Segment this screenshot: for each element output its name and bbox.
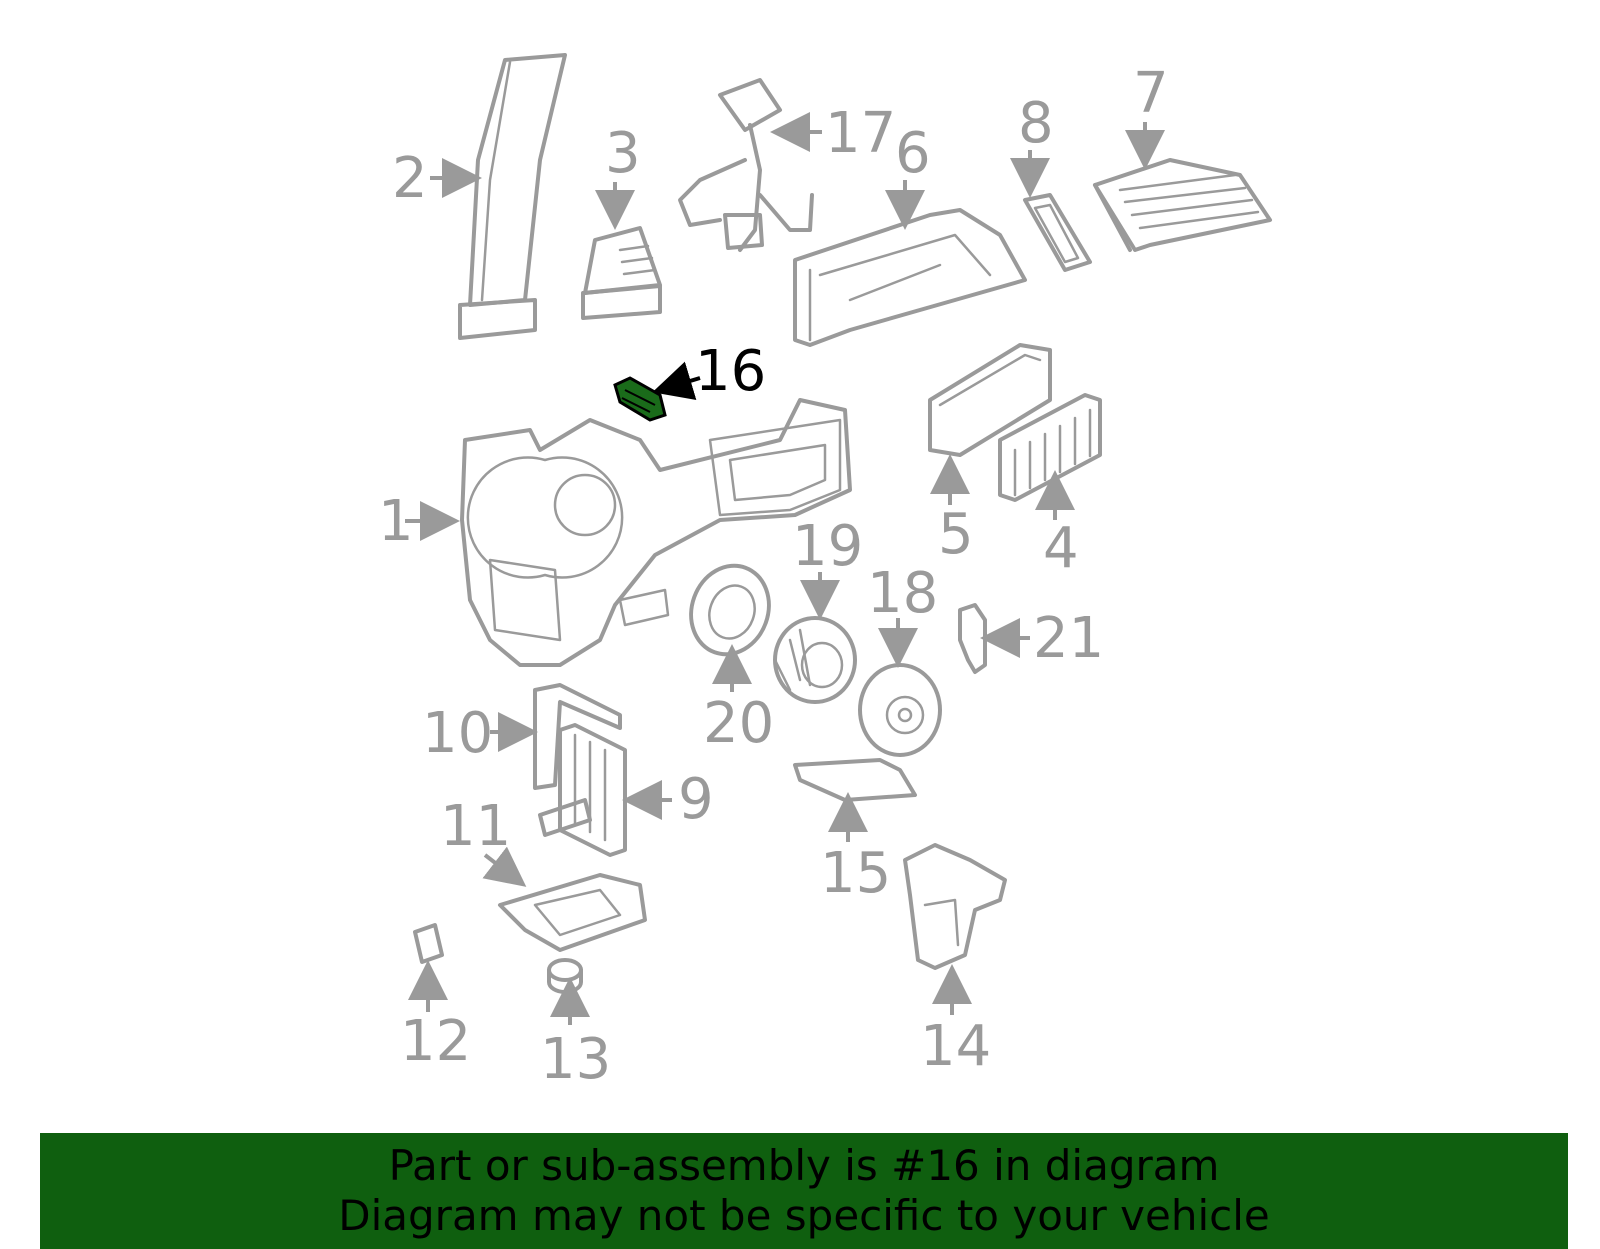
banner-line-1: Part or sub-assembly is #16 in diagram [388, 1141, 1220, 1190]
callout-arrows [405, 112, 1165, 1025]
part-21-clip[interactable] [958, 603, 987, 674]
callout-8: 8 [1018, 91, 1054, 156]
callout-4: 4 [1043, 516, 1079, 581]
part-4-core[interactable] [998, 393, 1102, 502]
callout-6: 6 [895, 121, 931, 186]
callout-13: 13 [540, 1027, 611, 1092]
part-15-seal[interactable] [793, 758, 917, 802]
callout-18: 18 [867, 561, 938, 626]
part-10-bracket[interactable] [533, 683, 622, 790]
part-7-grille[interactable] [1093, 158, 1272, 252]
callout-20: 20 [703, 691, 774, 756]
part-14-actuator[interactable] [903, 843, 1007, 970]
callout-7: 7 [1133, 61, 1169, 126]
callout-1: 1 [378, 489, 414, 554]
part-1-heater-case[interactable] [460, 398, 852, 667]
part-17-harness[interactable] [678, 78, 814, 252]
part-5-frame[interactable] [928, 343, 1052, 457]
callout-11: 11 [440, 794, 511, 859]
callout-10: 10 [422, 701, 493, 766]
part-3-vent[interactable] [581, 226, 662, 320]
part-18-blower-motor[interactable] [858, 663, 942, 757]
info-banner: Part or sub-assembly is #16 in diagram D… [40, 1133, 1568, 1249]
part-8-gasket[interactable] [1023, 193, 1092, 272]
part-12-clip[interactable] [413, 923, 444, 964]
callout-5: 5 [938, 502, 974, 567]
callout-labels: 1 2 3 4 5 6 7 8 9 10 11 12 13 14 15 16 1… [378, 61, 1169, 1092]
callout-17: 17 [825, 101, 896, 166]
callout-14: 14 [920, 1014, 991, 1079]
callout-9: 9 [678, 767, 714, 832]
callout-15: 15 [820, 841, 891, 906]
part-6-duct[interactable] [793, 208, 1027, 347]
part-2-duct[interactable] [458, 53, 567, 340]
callout-19: 19 [792, 514, 863, 579]
callout-2: 2 [392, 146, 428, 211]
part-11-tray[interactable] [498, 873, 647, 952]
part-16-highlighted[interactable] [613, 376, 667, 422]
part-19-blower-wheel[interactable] [773, 616, 857, 704]
callout-16: 16 [695, 339, 766, 404]
callout-12: 12 [400, 1009, 471, 1074]
banner-line-2: Diagram may not be specific to your vehi… [338, 1191, 1270, 1240]
part-20-ring[interactable] [679, 555, 781, 666]
part-13-grommet[interactable] [547, 958, 583, 994]
callout-3: 3 [605, 121, 641, 186]
callout-21: 21 [1033, 606, 1104, 671]
part-9-evaporator[interactable] [538, 723, 627, 857]
